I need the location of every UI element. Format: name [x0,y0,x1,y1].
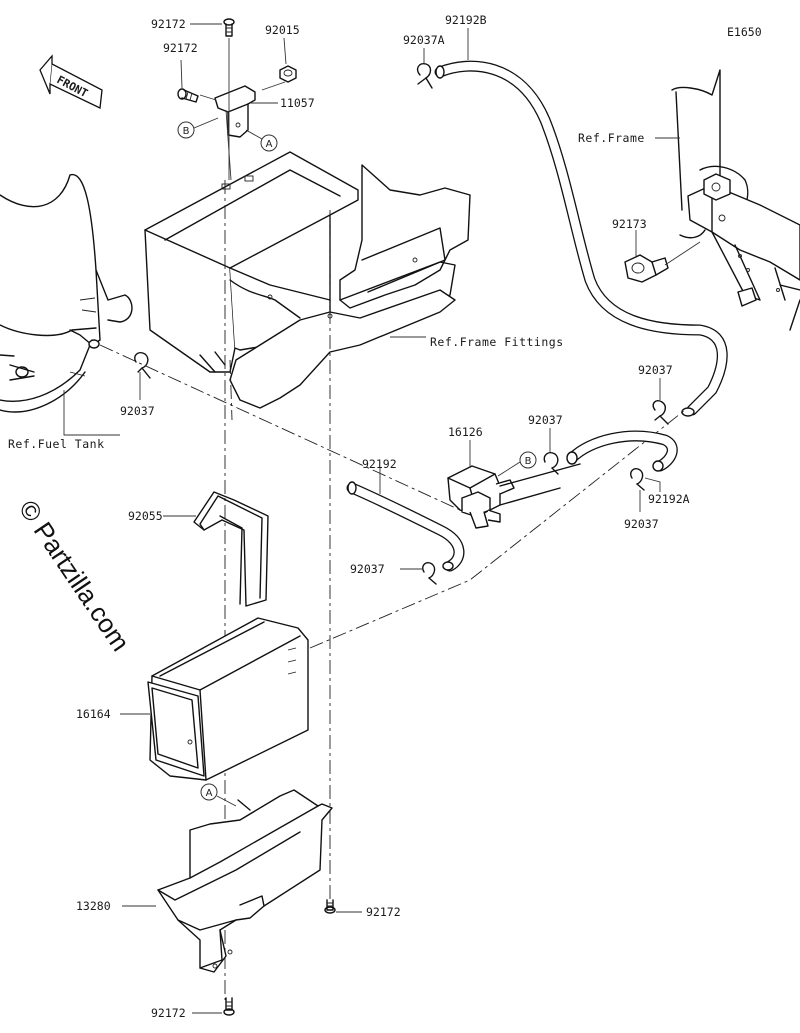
screw-92172-bottom-icon [223,997,235,1016]
bracket-11057 [214,85,256,138]
callout-a-bottom: A [200,783,237,807]
solenoid-valve-16126 [447,463,581,529]
clamp-92037-right-icon [652,400,669,425]
ref-frame-fittings-label: Ref.Frame Fittings [430,335,564,349]
diagram-code: E1650 [727,25,762,39]
frame-outline [671,69,800,331]
label-92172-top: 92172 [151,17,186,31]
label-92037a: 92037A [403,33,445,47]
nut-92015-icon [279,65,297,83]
clamp-92037-lower-right-icon [630,468,645,491]
label-92037-left: 92037 [120,404,155,418]
label-92037-mid: 92037 [350,562,385,576]
label-92055: 92055 [128,509,163,523]
label-11057: 11057 [280,96,315,110]
screw-92172-upper-icon [177,88,199,103]
canister-16164 [147,617,309,781]
frame-fittings-housing [144,151,471,409]
label-92172-bottom: 92172 [151,1006,186,1020]
hose-92192a [566,430,678,472]
label-16126: 16126 [448,425,483,439]
label-92192: 92192 [362,457,397,471]
clamp-92037-left-icon [134,352,151,379]
callout-b-top: B [177,117,219,139]
label-92037-valve: 92037 [528,413,563,427]
screw-92172-right-icon [324,899,336,914]
label-92015: 92015 [265,23,300,37]
label-92172-upper: 92172 [163,41,198,55]
bracket-13280 [157,789,333,973]
band-92055 [193,491,269,607]
hose-92192 [346,481,465,572]
hose-92192b [434,60,728,417]
ref-frame-label: Ref.Frame [578,131,645,145]
callout-a-top: A [245,129,278,152]
label-13280: 13280 [76,899,111,913]
callout-b-valve: B [497,451,537,477]
front-arrow-icon: FRONT [39,54,103,109]
watermark: © Partzilla.com [13,495,136,657]
svg-text:A: A [206,788,213,799]
label-92173: 92173 [612,217,647,231]
fuel-tank-outline [0,174,133,413]
label-92037-lower-right: 92037 [624,517,659,531]
label-92192b: 92192B [445,13,487,27]
ref-fuel-tank-label: Ref.Fuel Tank [8,437,105,451]
clamp-92037a-icon [416,62,433,89]
svg-text:B: B [525,456,532,467]
clamp-92037-valve-icon [543,452,559,475]
grommet-92173-icon [624,254,669,283]
screw-92172-top-icon [223,18,235,37]
svg-text:A: A [266,139,273,150]
svg-text:B: B [183,126,190,137]
label-16164: 16164 [76,707,111,721]
label-92192a: 92192A [648,492,690,506]
label-92037-right: 92037 [638,363,673,377]
clamp-92037-mid-icon [422,562,437,585]
label-92172-right: 92172 [366,905,401,919]
